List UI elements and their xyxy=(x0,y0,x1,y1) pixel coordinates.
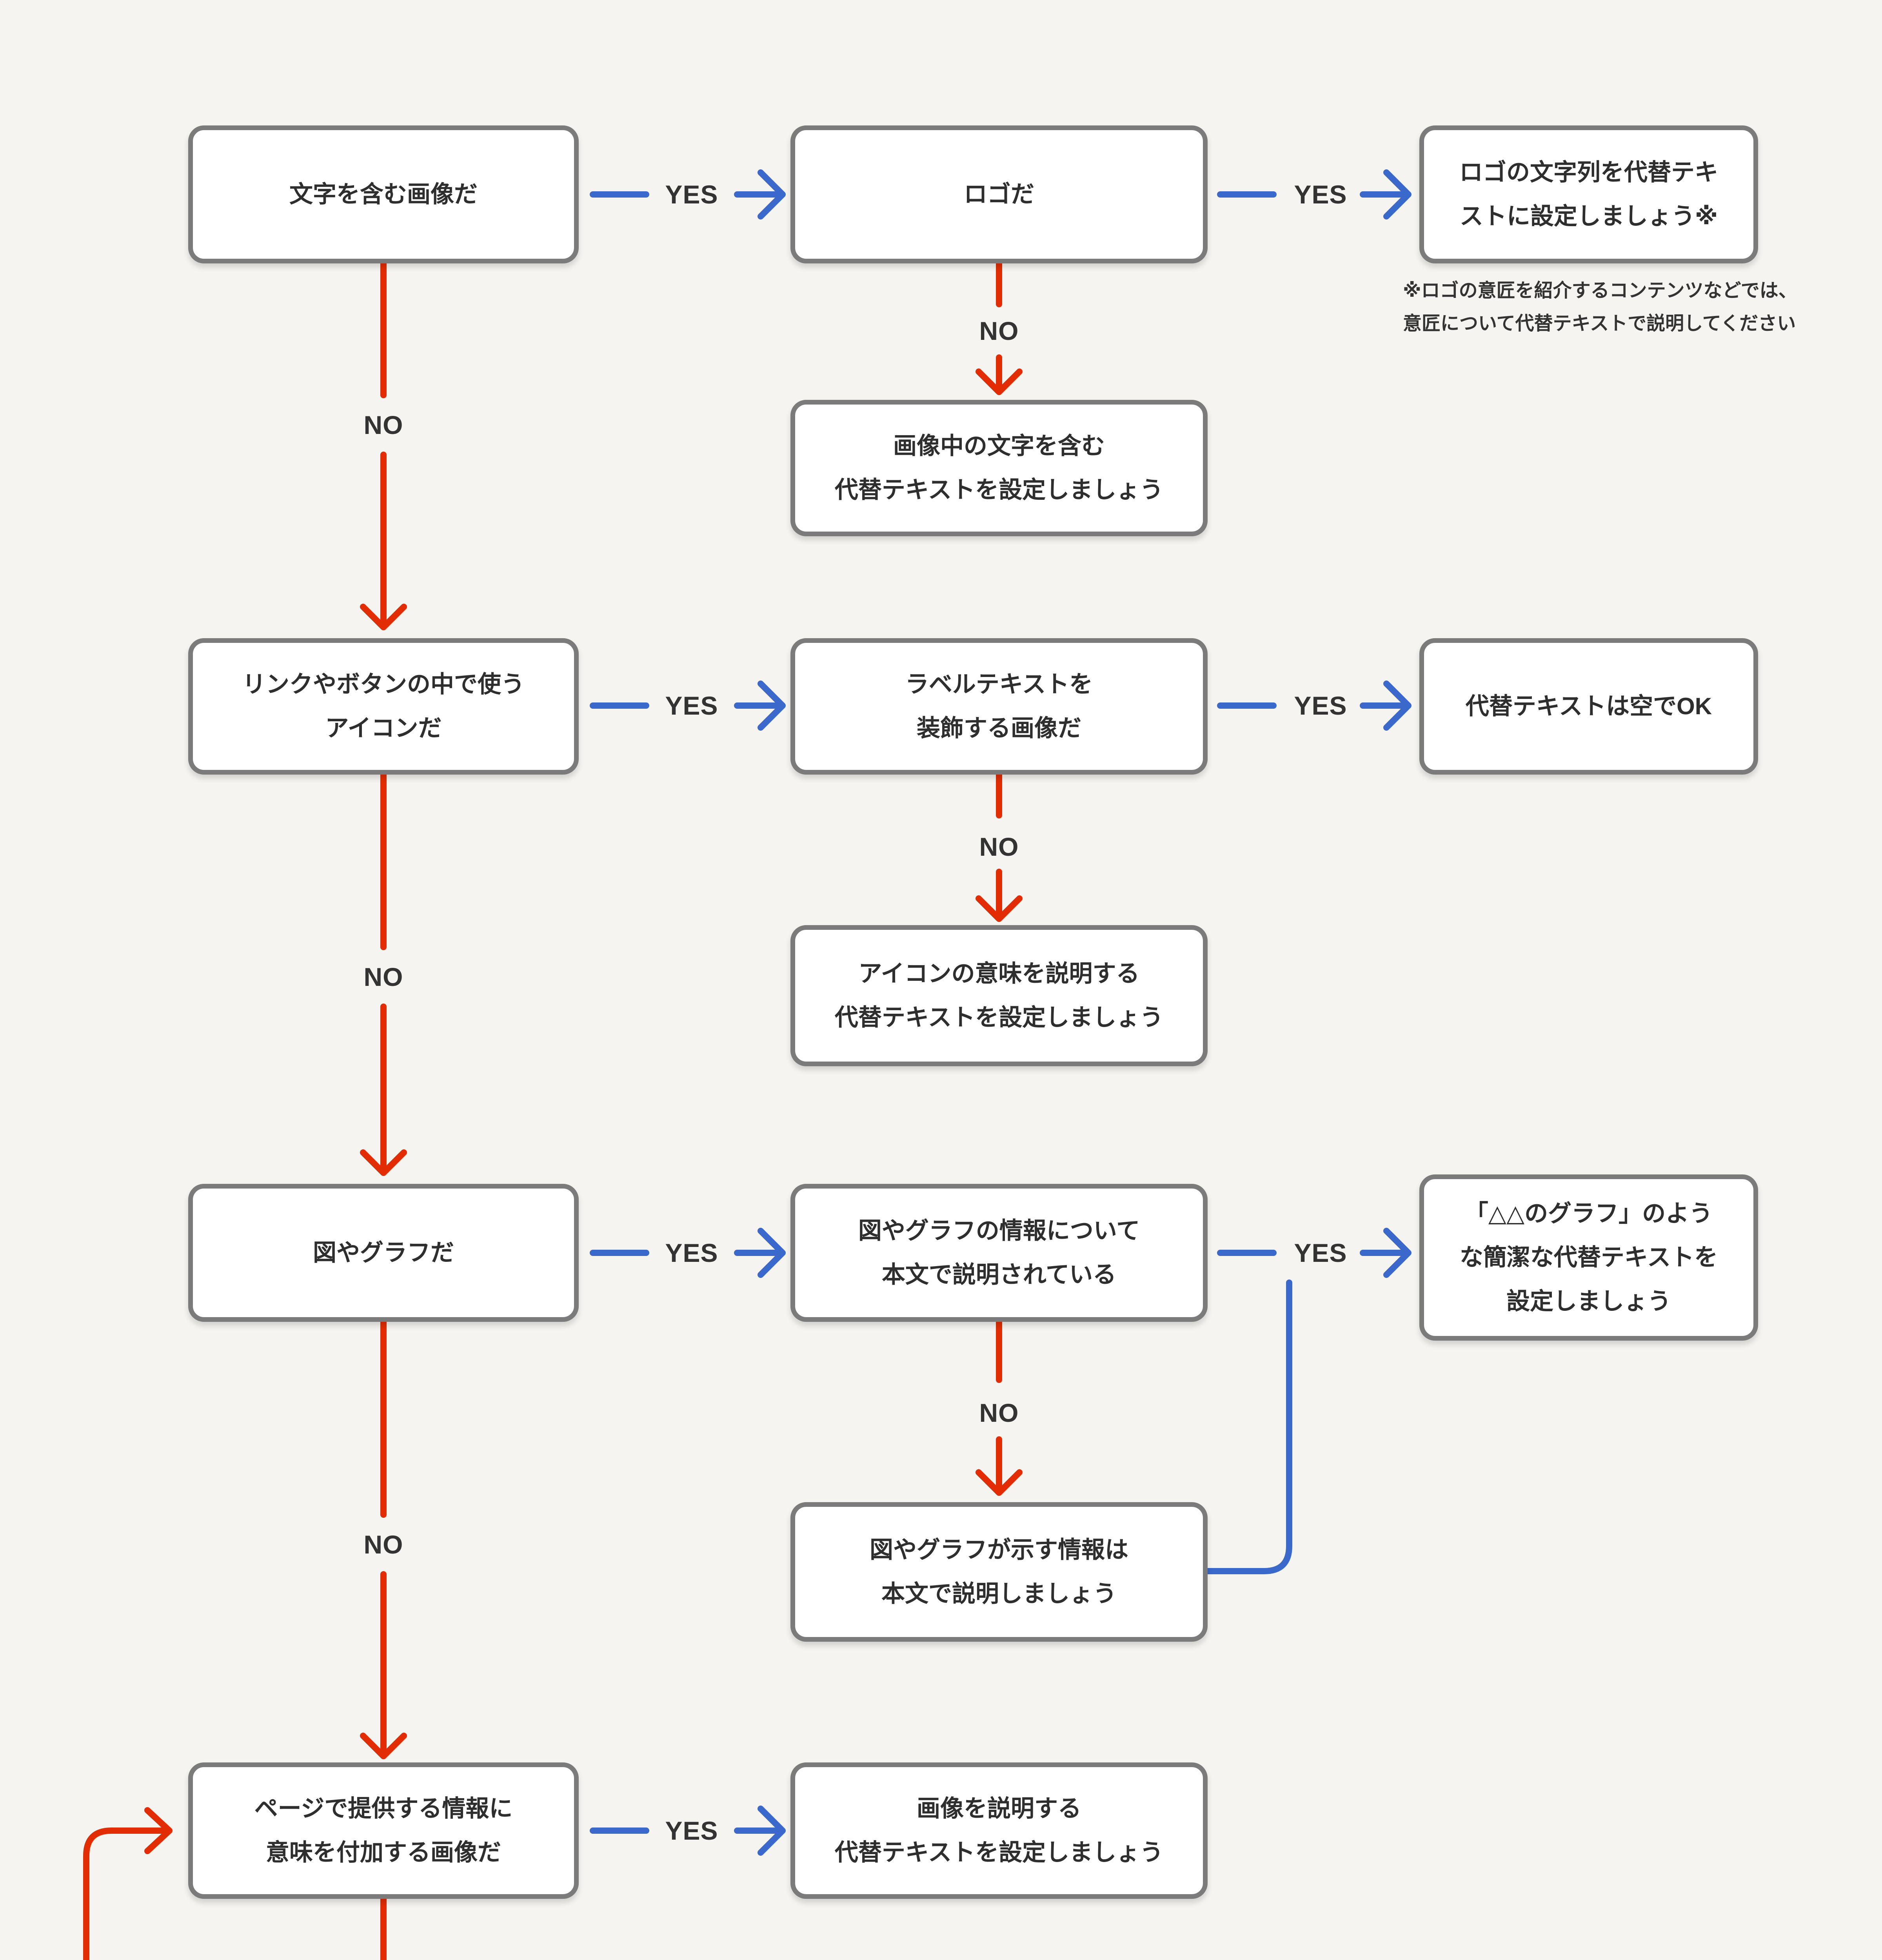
yes-label-row1-left: YES xyxy=(665,180,718,209)
yes-arrow-row2-left xyxy=(734,681,786,731)
yes-label-row2-right: YES xyxy=(1294,691,1347,720)
node-q-logo: ロゴだ xyxy=(790,125,1208,263)
yes-label-row4: YES xyxy=(665,1816,718,1845)
no-label-chart: NO xyxy=(363,1530,403,1559)
no-arrow-logo-b xyxy=(976,354,1023,395)
footnote-logo-design: ※ロゴの意匠を紹介するコンテンツなどでは、 意匠について代替テキストで説明してく… xyxy=(1403,280,1797,334)
no-arrow-chartexplained-b xyxy=(976,1436,1023,1496)
yes-arrow-row1-right xyxy=(1360,169,1412,220)
yes-label-row1-right: YES xyxy=(1294,180,1347,209)
node-a-logo-alt: ロゴの文字列を代替テキ ストに設定しましょう※ xyxy=(1419,125,1758,263)
no-arrow-chart-b xyxy=(360,1571,407,1759)
yes-merge-curve xyxy=(1204,1279,1292,1574)
no-label-textimage: NO xyxy=(363,410,403,439)
node-q-chart-explained: 図やグラフの情報について 本文で説明されている xyxy=(790,1184,1208,1322)
no-label-labeldeco: NO xyxy=(979,832,1019,861)
yes-label-row3-right: YES xyxy=(1294,1238,1347,1267)
yes-arrow-row1-left xyxy=(734,169,786,220)
no-arrow-textimage-b xyxy=(360,452,407,630)
yes-arrow-row3-right xyxy=(1360,1228,1412,1278)
yes-label-row3-left: YES xyxy=(665,1238,718,1267)
node-q-chart: 図やグラフだ xyxy=(188,1184,579,1322)
no-arrow-icon-b xyxy=(360,1004,407,1176)
no-label-chartexplained: NO xyxy=(979,1398,1019,1427)
node-a-chart-concise-alt: 「△△のグラフ」のよう な簡潔な代替テキストを 設定しましょう xyxy=(1419,1174,1758,1341)
no-label-icon: NO xyxy=(363,962,403,991)
no-arrow-labeldeco-b xyxy=(976,869,1023,922)
yes-label-row2-left: YES xyxy=(665,691,718,720)
no-label-logo: NO xyxy=(979,316,1019,345)
yes-arrow-row2-right xyxy=(1360,681,1412,731)
yes-arrow-row4 xyxy=(734,1806,786,1856)
node-a-text-in-image: 画像中の文字を含む 代替テキストを設定しましょう xyxy=(790,400,1208,536)
node-q-decorates-label: ラベルテキストを 装飾する画像だ xyxy=(790,638,1208,775)
node-a-describe-image-alt: 画像を説明する 代替テキストを設定しましょう xyxy=(790,1762,1208,1899)
node-q-text-image: 文字を含む画像だ xyxy=(188,125,579,263)
node-q-icon-in-control: リンクやボタンの中で使う アイコンだ xyxy=(188,638,579,775)
yes-arrow-row3-left xyxy=(734,1228,786,1278)
node-a-explain-chart-in-text: 図やグラフが示す情報は 本文で説明しましょう xyxy=(790,1502,1208,1642)
node-a-empty-alt-icon: 代替テキストは空でOK xyxy=(1419,638,1758,775)
node-a-icon-meaning: アイコンの意味を説明する 代替テキストを設定しましょう xyxy=(790,925,1208,1066)
node-q-adds-meaning: ページで提供する情報に 意味を付加する画像だ xyxy=(188,1762,579,1899)
